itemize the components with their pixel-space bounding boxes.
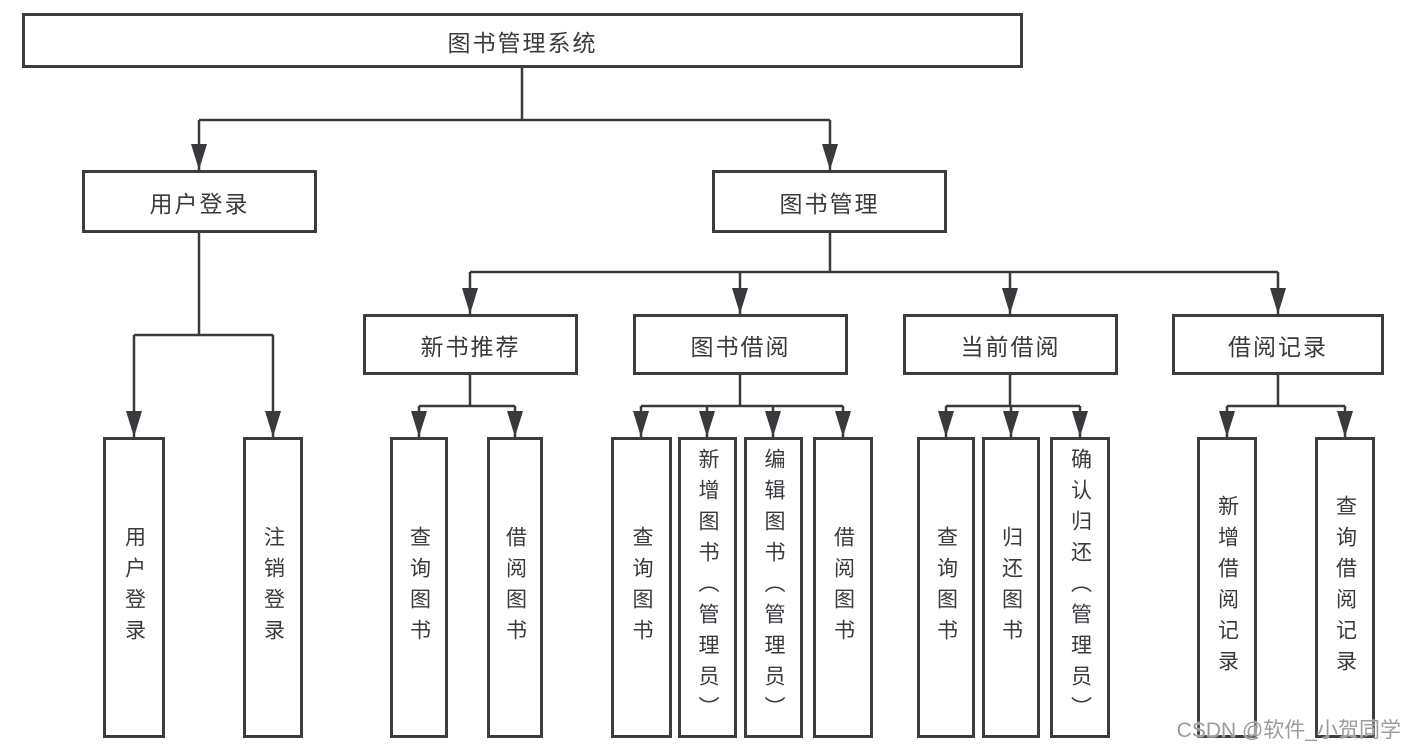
leaf-bb-query-books: 查询图书 — [611, 437, 672, 738]
leaf-nb-query-books: 查询图书 — [390, 437, 448, 738]
node-user-login: 用户登录 — [82, 170, 317, 233]
node-book-borrowing-label: 图书借阅 — [690, 333, 791, 360]
leaf-logout: 注销登录 — [243, 437, 303, 738]
node-current-borrowing: 当前借阅 — [903, 314, 1118, 375]
arrowheads — [126, 144, 1353, 437]
leaf-user-login-label: 用户登录 — [122, 525, 146, 650]
leaf-bb-edit-books-admin-label: 编辑图书（管理员） — [762, 448, 785, 727]
leaf-bb-borrow-books: 借阅图书 — [813, 437, 873, 738]
leaf-nb-borrow-books: 借阅图书 — [487, 437, 543, 738]
leaf-logout-label: 注销登录 — [261, 525, 285, 650]
leaf-br-add-record: 新增借阅记录 — [1197, 437, 1257, 738]
leaf-br-add-record-label: 新增借阅记录 — [1215, 494, 1239, 681]
node-borrowing-records-label: 借阅记录 — [1228, 333, 1328, 360]
leaf-bb-add-books-admin-label: 新增图书（管理员） — [696, 448, 719, 727]
node-new-book-recommend: 新书推荐 — [363, 314, 578, 375]
leaf-cb-query-books: 查询图书 — [917, 437, 975, 738]
leaf-br-query-record-label: 查询借阅记录 — [1333, 494, 1357, 681]
node-library-system-label: 图书管理系统 — [447, 29, 598, 56]
node-book-management-label: 图书管理 — [779, 190, 880, 217]
node-book-management: 图书管理 — [712, 170, 947, 233]
watermark: CSDN @软件_小贺同学 — [1176, 719, 1401, 742]
leaf-nb-borrow-books-label: 借阅图书 — [503, 525, 527, 650]
leaf-cb-confirm-return-admin: 确认归还（管理员） — [1050, 437, 1110, 738]
leaf-cb-return-books: 归还图书 — [982, 437, 1040, 738]
node-book-borrowing: 图书借阅 — [633, 314, 848, 375]
node-borrowing-records: 借阅记录 — [1172, 314, 1384, 375]
leaf-bb-edit-books-admin: 编辑图书（管理员） — [744, 437, 803, 738]
leaf-cb-confirm-return-admin-label: 确认归还（管理员） — [1068, 448, 1092, 727]
node-library-system: 图书管理系统 — [22, 13, 1023, 68]
leaf-user-login: 用户登录 — [103, 437, 165, 738]
node-current-borrowing-label: 当前借阅 — [960, 333, 1061, 360]
leaf-cb-return-books-label: 归还图书 — [999, 525, 1023, 650]
leaf-nb-query-books-label: 查询图书 — [407, 525, 431, 650]
leaf-bb-query-books-label: 查询图书 — [630, 525, 653, 650]
leaf-cb-query-books-label: 查询图书 — [934, 525, 958, 650]
node-new-book-recommend-label: 新书推荐 — [420, 333, 521, 360]
leaf-br-query-record: 查询借阅记录 — [1315, 437, 1375, 738]
node-user-login-label: 用户登录 — [149, 190, 250, 217]
leaf-bb-borrow-books-label: 借阅图书 — [831, 525, 855, 650]
leaf-bb-add-books-admin: 新增图书（管理员） — [678, 437, 737, 738]
